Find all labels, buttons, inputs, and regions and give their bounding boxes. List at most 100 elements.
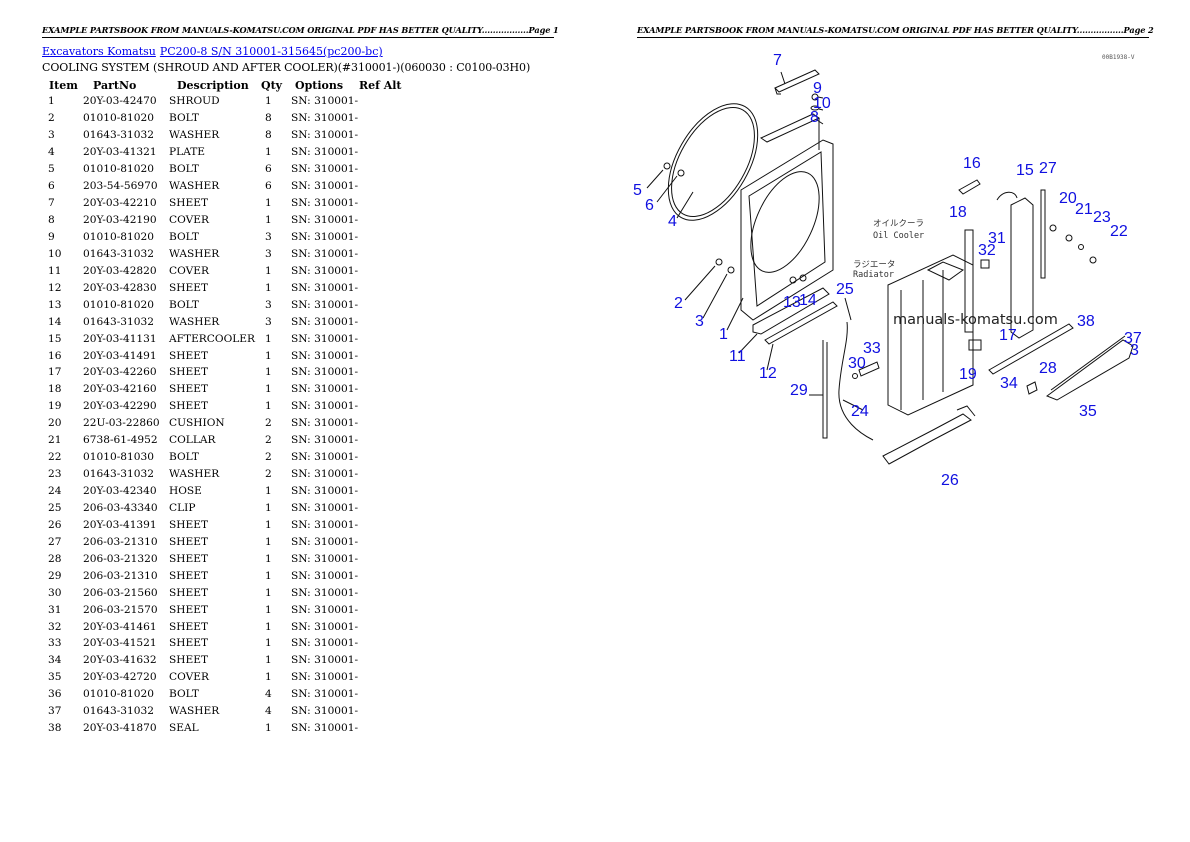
header-divider xyxy=(42,37,554,38)
cell-quantity: 1 xyxy=(265,654,272,667)
cell-part-number: 203-54-56970 xyxy=(83,180,158,193)
column-header-item: Item xyxy=(49,78,78,92)
watermark: manuals-komatsu.com xyxy=(893,312,1058,328)
cell-ref-alt xyxy=(359,161,402,178)
cell-description: SHEET xyxy=(169,383,209,396)
cell-part-number: 20Y-03-42260 xyxy=(83,366,157,379)
cell-part-number: 20Y-03-42470 xyxy=(83,95,157,108)
cell-part-number: 206-03-21320 xyxy=(83,552,158,565)
cell-description: SHROUD xyxy=(169,95,220,108)
cell-item-number: 8 xyxy=(48,214,55,227)
cell-options: SN: 310001- xyxy=(291,501,359,514)
cell-description: CLIP xyxy=(169,501,196,514)
cell-ref-alt xyxy=(359,178,402,195)
cell-quantity: 1 xyxy=(265,535,272,548)
callout-label: 19 xyxy=(959,366,977,383)
cell-options: SN: 310001- xyxy=(291,722,359,735)
cell-quantity: 3 xyxy=(265,315,272,328)
callout-label: 30 xyxy=(848,355,866,372)
cell-item-number: 27 xyxy=(48,535,62,548)
cell-ref-alt xyxy=(359,415,402,432)
cell-item-number: 5 xyxy=(48,163,55,176)
page-2: EXAMPLE PARTSBOOK FROM MANUALS-KOMATSU.C… xyxy=(595,0,1190,842)
cell-item-number: 9 xyxy=(48,230,55,243)
cell-ref-alt xyxy=(359,381,402,398)
page-1: EXAMPLE PARTSBOOK FROM MANUALS-KOMATSU.C… xyxy=(42,25,559,735)
breadcrumb-link-model[interactable]: PC200-8 S/N 310001-315645(pc200-bc) xyxy=(159,45,383,58)
cell-item-number: 7 xyxy=(48,197,55,210)
cell-options: SN: 310001- xyxy=(291,180,359,193)
cell-ref-alt xyxy=(359,601,402,618)
cell-description: SHEET xyxy=(169,366,209,379)
callout-label: 13 xyxy=(783,294,801,311)
cell-item-number: 20 xyxy=(48,417,62,430)
cell-ref-alt xyxy=(359,313,402,330)
cell-item-number: 3 xyxy=(48,129,55,142)
cell-part-number: 20Y-03-42830 xyxy=(83,281,157,294)
cell-ref-alt xyxy=(359,262,402,279)
cell-description: SHEET xyxy=(169,535,209,548)
cell-options: SN: 310001- xyxy=(291,146,359,159)
cell-ref-alt xyxy=(359,686,402,703)
cell-options: SN: 310001- xyxy=(291,535,359,548)
cell-quantity: 1 xyxy=(265,214,272,227)
cell-part-number: 206-03-43340 xyxy=(83,501,158,514)
page-header: EXAMPLE PARTSBOOK FROM MANUALS-KOMATSU.C… xyxy=(637,25,1154,35)
cell-quantity: 4 xyxy=(265,688,272,701)
cell-ref-alt xyxy=(359,296,402,313)
callout-label: 2 xyxy=(674,295,683,312)
cell-quantity: 1 xyxy=(265,586,272,599)
callout-label: 22 xyxy=(1110,223,1128,240)
callout-label: 7 xyxy=(773,52,782,69)
cell-item-number: 37 xyxy=(48,705,62,718)
cell-item-number: 14 xyxy=(48,315,62,328)
cell-options: SN: 310001- xyxy=(291,366,359,379)
cell-item-number: 30 xyxy=(48,586,62,599)
cell-item-number: 26 xyxy=(48,518,62,531)
cell-item-number: 22 xyxy=(48,451,62,464)
cell-ref-alt xyxy=(359,93,402,110)
section-title: COOLING SYSTEM (SHROUD AND AFTER COOLER)… xyxy=(42,61,531,74)
callout-label: 1 xyxy=(719,326,728,343)
cell-part-number: 01010-81020 xyxy=(83,688,154,701)
cell-item-number: 6 xyxy=(48,180,55,193)
cell-description: COVER xyxy=(169,214,209,227)
cell-options: SN: 310001- xyxy=(291,671,359,684)
callout-label: 33 xyxy=(863,340,881,357)
cell-ref-alt xyxy=(359,466,402,483)
cell-item-number: 13 xyxy=(48,298,62,311)
callout-label: 26 xyxy=(941,472,959,489)
callout-label: 3 xyxy=(695,313,704,330)
callout-label: 17 xyxy=(999,327,1017,344)
cell-item-number: 10 xyxy=(48,247,62,260)
cell-options: SN: 310001- xyxy=(291,434,359,447)
cell-ref-alt xyxy=(359,483,402,500)
cell-quantity: 1 xyxy=(265,501,272,514)
callout-label: 6 xyxy=(645,197,654,214)
cell-item-number: 36 xyxy=(48,688,62,701)
cell-part-number: 20Y-03-41461 xyxy=(83,620,157,633)
cell-item-number: 21 xyxy=(48,434,62,447)
callout-label: 3 xyxy=(1130,342,1139,359)
cell-part-number: 20Y-03-41131 xyxy=(83,332,157,345)
cell-description: SHEET xyxy=(169,349,209,362)
cell-description: BOLT xyxy=(169,688,199,701)
cell-options: SN: 310001- xyxy=(291,705,359,718)
breadcrumb-link-excavators-komatsu[interactable]: Excavators Komatsu xyxy=(42,45,156,58)
cell-item-number: 16 xyxy=(48,349,62,362)
cell-quantity: 2 xyxy=(265,451,272,464)
column-header-ref-alt: Ref Alt xyxy=(359,78,402,92)
cell-options: SN: 310001- xyxy=(291,197,359,210)
